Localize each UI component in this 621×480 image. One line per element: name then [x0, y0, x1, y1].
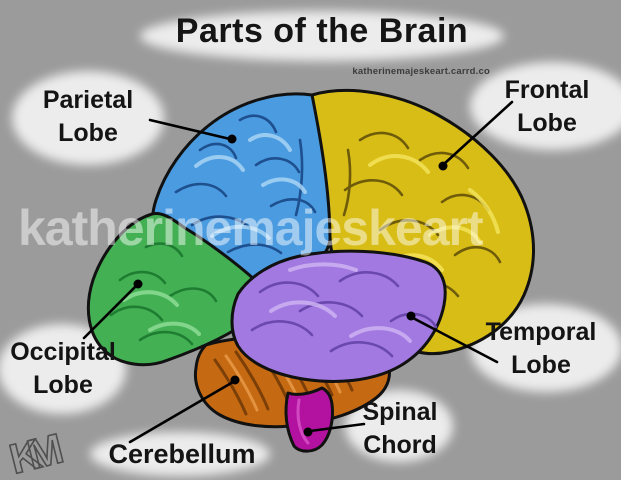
label-line: Spinal [362, 398, 438, 426]
spinal-cloud [345, 390, 453, 462]
label-line: Lobe [33, 371, 93, 399]
label-occipital-lobe: Occipital Lobe [0, 336, 126, 402]
title-cloud [140, 11, 504, 61]
label-line: Frontal [504, 76, 590, 104]
monogram-km: KM [5, 425, 66, 480]
occipital-leader-line [82, 279, 143, 340]
label-line: Lobe [511, 351, 571, 379]
label-frontal-lobe: Frontal Lobe [474, 74, 620, 140]
parietal-leader-line [148, 118, 237, 144]
frontal-cloud [470, 62, 621, 150]
spinal-cord-region [284, 386, 334, 453]
label-spinal-chord: Spinal Chord [344, 396, 456, 462]
label-line: Chord [363, 431, 437, 459]
frontal-leader-line [438, 100, 514, 171]
occipital-lobe-region [86, 211, 266, 367]
spinal-leader-line [303, 422, 366, 437]
label-parietal-lobe: Parietal Lobe [6, 84, 170, 150]
brain-illustration [86, 89, 535, 453]
label-line: Occipital [10, 338, 116, 366]
label-cerebellum: Cerebellum [92, 438, 272, 471]
watermark-text: katherinemajeskeart [18, 200, 484, 256]
label-line: Lobe [517, 109, 577, 137]
cerebellum-leader-line [128, 375, 240, 444]
poster-title: Parts of the Brain [175, 12, 469, 50]
temporal-leader-line [406, 311, 499, 364]
temporal-lobe-region [230, 249, 447, 383]
label-line: Parietal [42, 86, 134, 114]
label-line: Cerebellum [108, 439, 256, 469]
temporal-cloud [470, 304, 621, 392]
leader-lines [82, 100, 514, 444]
cerebellum-cloud [90, 432, 270, 476]
label-clouds [0, 11, 621, 476]
occipital-cloud [0, 324, 126, 414]
artist-monogram: KM [4, 424, 67, 480]
parietal-cloud [12, 71, 164, 165]
label-line: Lobe [58, 119, 118, 147]
label-temporal-lobe: Temporal Lobe [468, 316, 614, 382]
credit-url: katherinemajeskeart.carrd.co [352, 66, 490, 77]
label-line: Temporal [485, 318, 597, 346]
